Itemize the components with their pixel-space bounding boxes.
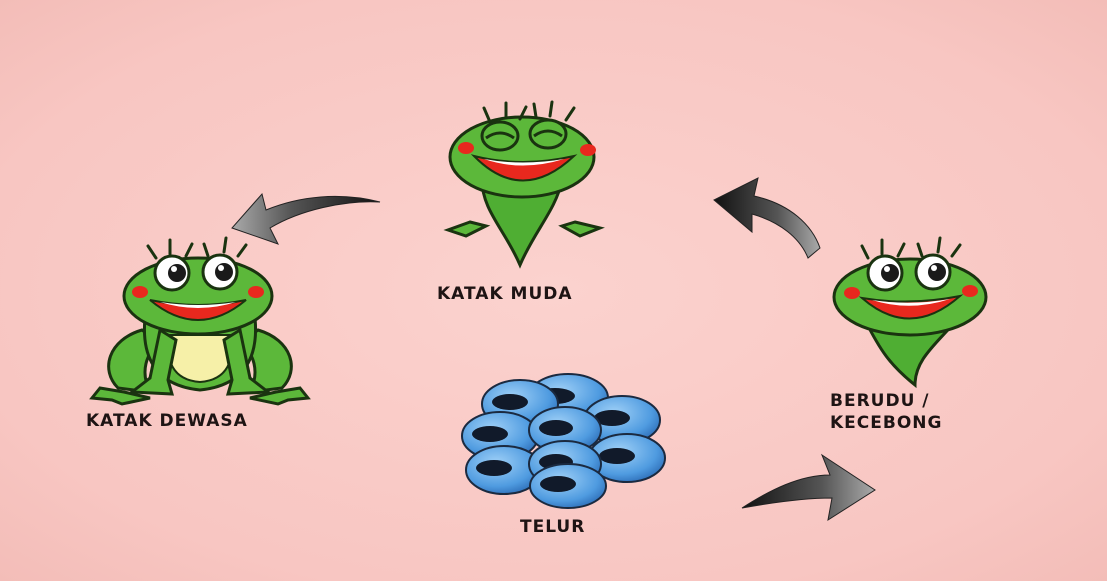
- label-tadpole: BERUDU / KECEBONG: [830, 390, 942, 434]
- egg: [588, 433, 666, 483]
- young-frog: [443, 100, 605, 269]
- label-adult-frog: KATAK DEWASA: [86, 411, 248, 431]
- egg-cluster: [461, 373, 666, 509]
- label-tadpole-line2: KECEBONG: [830, 413, 943, 433]
- label-young-frog: KATAK MUDA: [437, 284, 573, 304]
- label-tadpole-line1: BERUDU /: [830, 391, 930, 411]
- arrow-young-frog-to-adult-frog: [231, 192, 381, 245]
- adult-frog: [89, 236, 311, 406]
- arrow-tadpole-to-young-frog: [713, 177, 821, 259]
- label-egg: TELUR: [520, 517, 586, 537]
- arrow-egg-to-tadpole: [741, 453, 876, 522]
- egg: [529, 463, 607, 509]
- tadpole: [832, 236, 988, 389]
